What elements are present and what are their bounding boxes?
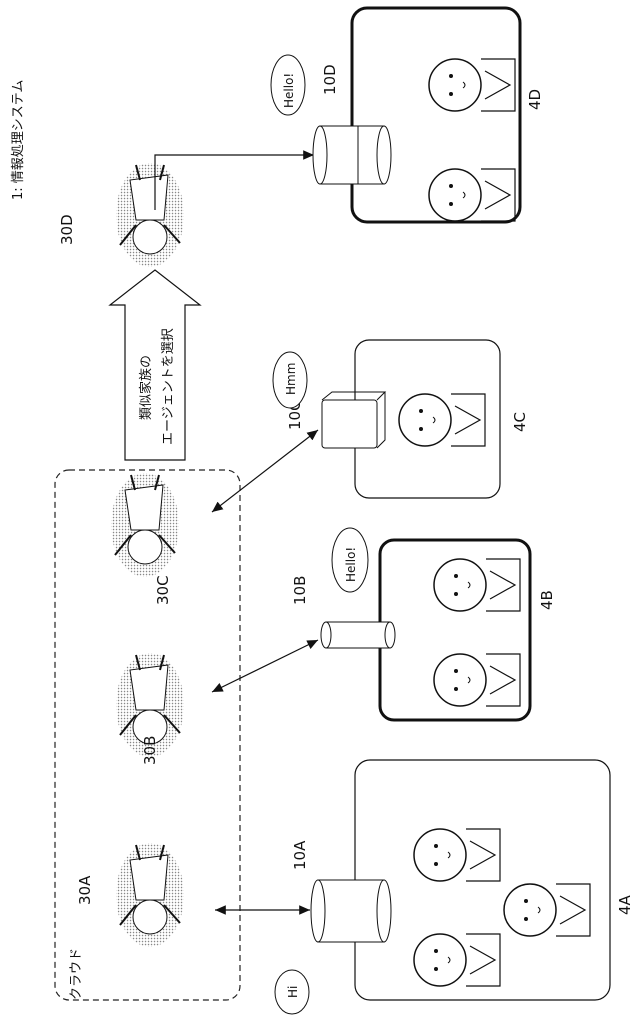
speech-text-10a: Hi <box>286 986 300 998</box>
speech-text-10c: Hmm <box>284 363 298 395</box>
speech-text-10d: Hello! <box>282 73 296 108</box>
cloud-label: クラウド <box>69 948 84 1000</box>
device-10c <box>322 392 385 448</box>
agent-label-30b: 30B <box>141 736 159 765</box>
agent-30d-figure <box>116 163 184 267</box>
selection-arrow-icon <box>110 270 200 460</box>
figure-title: 1: 情報処理システム <box>11 80 26 200</box>
home-label-4d: 4D <box>526 89 544 110</box>
device-label-10b: 10B <box>291 576 309 605</box>
device-10d <box>313 126 391 184</box>
agent-label-30c: 30C <box>154 575 172 605</box>
agent-30a-figure <box>116 843 184 947</box>
agent-30c-figure <box>111 473 179 577</box>
agent-label-30a: 30A <box>76 875 94 905</box>
selection-arrow-line1: 類似家族の <box>138 355 154 420</box>
device-label-10a: 10A <box>291 840 309 870</box>
device-10b <box>321 622 395 648</box>
device-label-10d: 10D <box>321 64 339 95</box>
device-10a <box>311 880 391 942</box>
speech-text-10b: Hello! <box>344 547 358 582</box>
home-label-4c: 4C <box>511 412 529 432</box>
home-label-4a: 4A <box>616 894 634 915</box>
home-4a <box>355 760 610 1000</box>
link-arrow-10b-30b <box>212 640 318 692</box>
selection-arrow-line2: エージェントを選択 <box>161 328 176 445</box>
agent-label-30d: 30D <box>58 214 76 245</box>
home-label-4b: 4B <box>538 590 556 610</box>
link-arrow-10c-30c <box>212 430 318 512</box>
